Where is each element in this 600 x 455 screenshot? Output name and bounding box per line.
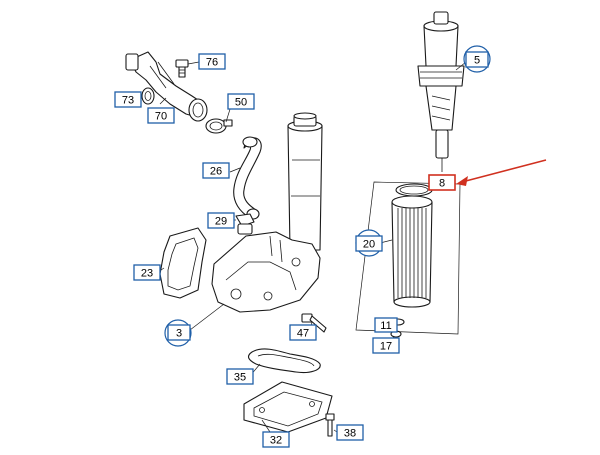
callout-label-23: 23 bbox=[141, 268, 153, 280]
part-35-seal bbox=[247, 348, 321, 374]
part-23-gasket bbox=[159, 227, 207, 299]
part-70-pipe-connector bbox=[125, 51, 208, 122]
callout-11[interactable]: 11 bbox=[374, 317, 398, 333]
part-29-clip bbox=[235, 213, 255, 227]
callout-label-32: 32 bbox=[270, 435, 282, 447]
callout-label-8: 8 bbox=[439, 178, 445, 190]
callout-73[interactable]: 73 bbox=[114, 91, 142, 108]
callout-3[interactable]: 3 bbox=[164, 319, 192, 347]
callout-35[interactable]: 35 bbox=[226, 368, 254, 385]
part-76-bolt bbox=[175, 59, 189, 78]
callout-label-47: 47 bbox=[297, 328, 309, 340]
callout-23[interactable]: 23 bbox=[133, 264, 161, 281]
highlight-arrow bbox=[456, 159, 547, 186]
callout-32[interactable]: 32 bbox=[262, 431, 290, 448]
callout-47[interactable]: 47 bbox=[289, 324, 317, 341]
part-20-filter-element bbox=[391, 195, 433, 308]
callout-label-11: 11 bbox=[380, 320, 391, 332]
part-38-bolt bbox=[325, 413, 335, 437]
part-3-filter-housing bbox=[211, 112, 323, 313]
callout-20[interactable]: 20 bbox=[355, 229, 383, 257]
callout-8[interactable]: 8 bbox=[428, 174, 456, 191]
callout-label-38: 38 bbox=[344, 428, 356, 440]
callout-29[interactable]: 29 bbox=[207, 212, 235, 229]
part-73-o-ring bbox=[141, 87, 155, 105]
callout-5[interactable]: 5 bbox=[463, 45, 491, 73]
callout-label-35: 35 bbox=[234, 372, 246, 384]
callout-38[interactable]: 38 bbox=[336, 424, 364, 441]
callout-76[interactable]: 76 bbox=[198, 53, 226, 70]
part-26-hose bbox=[233, 136, 262, 220]
callout-label-5: 5 bbox=[474, 55, 480, 67]
callout-70[interactable]: 70 bbox=[147, 107, 175, 124]
callout-label-20: 20 bbox=[363, 239, 375, 251]
callout-label-70: 70 bbox=[155, 111, 167, 123]
callout-label-29: 29 bbox=[215, 216, 227, 228]
callout-label-73: 73 bbox=[122, 95, 134, 107]
callout-50[interactable]: 50 bbox=[227, 93, 255, 110]
part-47-bolt bbox=[301, 313, 327, 333]
part-32-oil-cooler bbox=[243, 381, 333, 433]
callout-label-3: 3 bbox=[176, 328, 182, 340]
callout-label-26: 26 bbox=[210, 166, 222, 178]
callout-26[interactable]: 26 bbox=[202, 162, 230, 179]
part-50-hose-clamp bbox=[205, 118, 233, 134]
part-8-o-ring bbox=[395, 183, 433, 197]
callout-label-76: 76 bbox=[206, 57, 218, 69]
callout-17[interactable]: 17 bbox=[372, 337, 400, 354]
callout-label-50: 50 bbox=[235, 97, 247, 109]
part-5-filter-cap bbox=[417, 11, 465, 172]
callout-label-17: 17 bbox=[380, 341, 392, 353]
